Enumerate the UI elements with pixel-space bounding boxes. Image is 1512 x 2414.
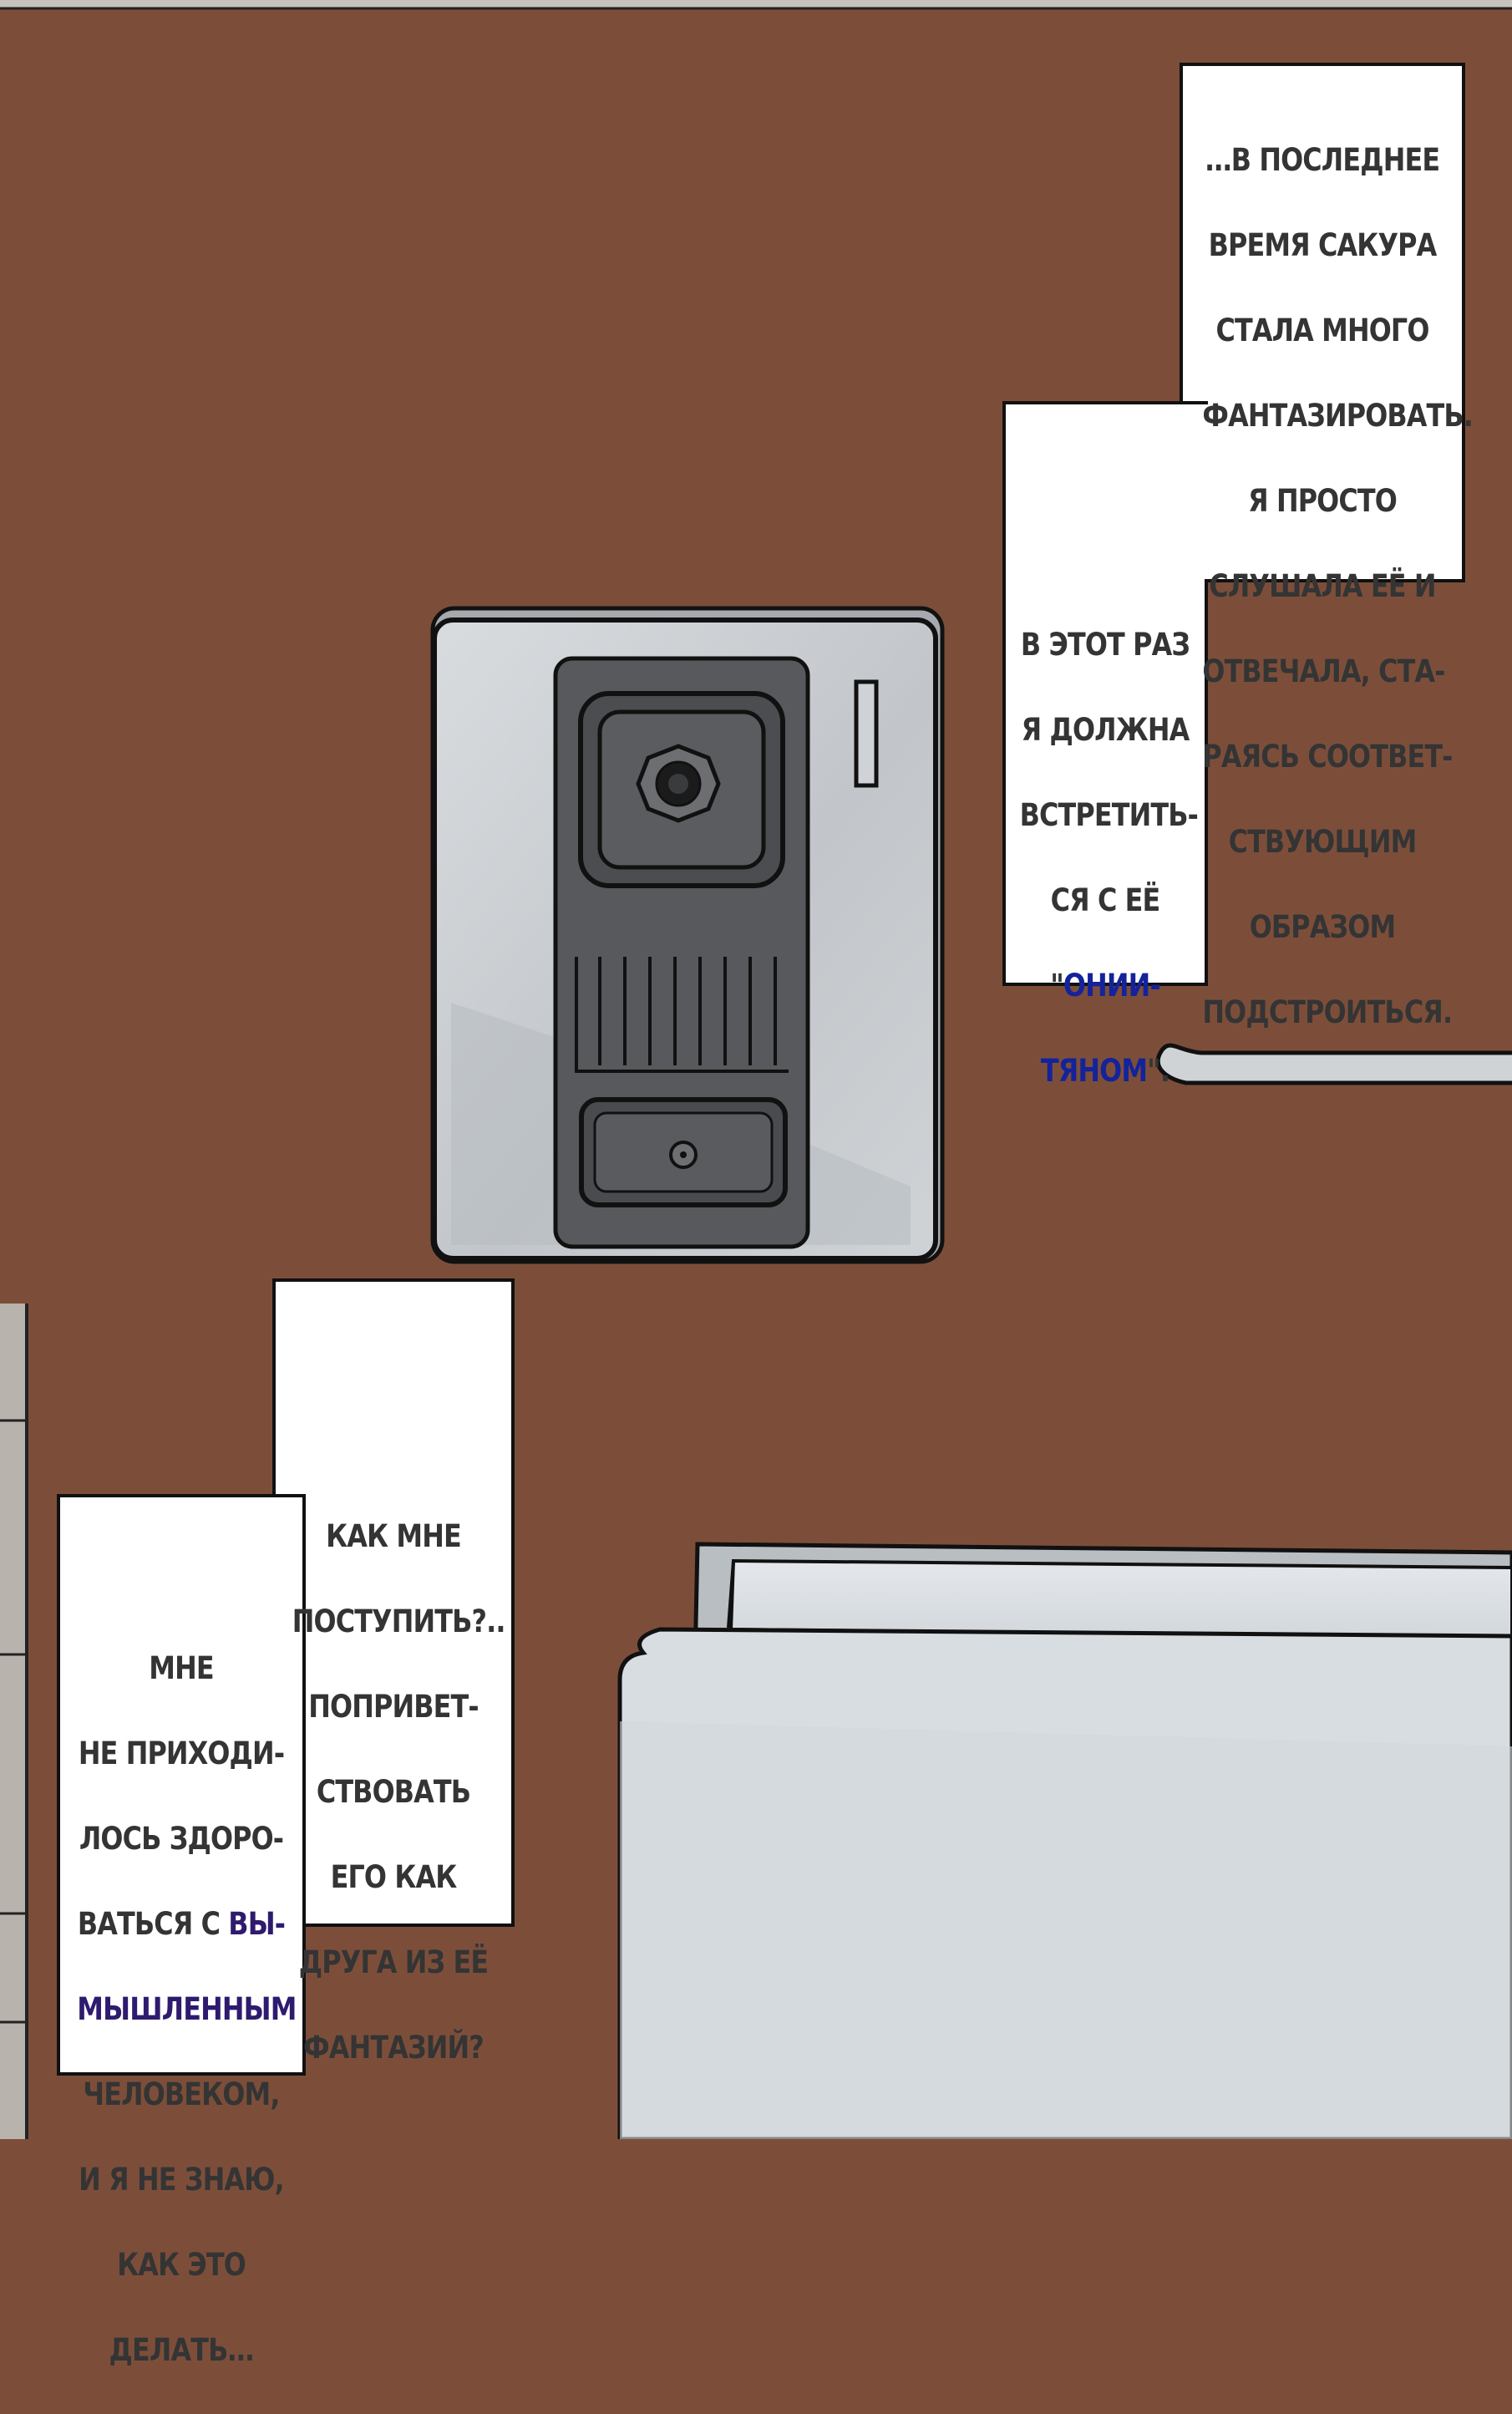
caption-2-highlight: ОНИИ-	[1063, 968, 1161, 1004]
caption-1-line: РАЯСЬ СООТВЕТ-	[1202, 739, 1453, 775]
call-button-icon	[579, 1097, 788, 1207]
caption-2-highlight: ТЯНОМ	[1040, 1053, 1148, 1089]
caption-1-line: СЛУШАЛА ЕЁ И	[1209, 568, 1436, 604]
caption-2-text: В ЭТОТ РАЗ Я ДОЛЖНА ВСТРЕТИТЬ- СЯ С ЕЁ "…	[1019, 581, 1199, 1135]
caption-2-line: СЯ С ЕЁ	[1050, 882, 1161, 918]
caption-1-line: ПОДСТРОИТЬСЯ.	[1202, 994, 1453, 1030]
caption-2-quote-close: ".	[1147, 1053, 1170, 1089]
caption-2-line: В ЭТОТ РАЗ	[1020, 627, 1190, 663]
caption-4-line: КАК ЭТО	[117, 2247, 246, 2283]
caption-2-line: ВСТРЕТИТЬ-	[1019, 797, 1199, 833]
caption-3-line: ЕГО КАК	[330, 1859, 458, 1895]
caption-4-highlight: ВЫ-	[228, 1906, 286, 1942]
caption-1-line: СТАЛА МНОГО	[1215, 313, 1429, 348]
caption-2-line: "ОНИИ-	[1020, 964, 1191, 1007]
caption-1-line: ВРЕМЯ САКУРА	[1208, 227, 1438, 263]
caption-box-4	[57, 1494, 306, 2076]
caption-3-line: СТВОВАТЬ	[316, 1774, 471, 1810]
caption-1-line: СТВУЮЩИМ	[1228, 824, 1418, 860]
caption-4-text: МНЕ НЕ ПРИХОДИ- ЛОСЬ ЗДОРО- ВАТЬСЯ С ВЫ-…	[77, 1604, 297, 2414]
mailbox-icon	[617, 1542, 1512, 2139]
caption-4-line: ВАТЬСЯ С ВЫ-	[77, 1903, 286, 1945]
caption-2-line: Я ДОЛЖНА	[1021, 712, 1190, 748]
caption-2-line: ТЯНОМ".	[1020, 1049, 1191, 1092]
caption-4-segment: ВАТЬСЯ С	[77, 1906, 229, 1942]
caption-1-line: ОБРАЗОМ	[1249, 909, 1396, 945]
caption-3-text: КАК МНЕ ПОСТУПИТЬ?.. ПОПРИВЕТ- СТВОВАТЬ …	[292, 1472, 506, 2112]
top-edge	[0, 0, 1512, 8]
caption-box-3	[272, 1278, 515, 1927]
caption-box-1-seam	[1183, 404, 1211, 579]
caption-1-line: ОТВЕЧАЛА, СТА-	[1202, 653, 1445, 689]
caption-2-quote-open: "	[1050, 968, 1064, 1004]
caption-1-line: …В ПОСЛЕДНЕЕ	[1205, 142, 1440, 178]
speaker-grille-icon	[575, 957, 789, 1073]
caption-1-line: ФАНТАЗИРОВАТЬ.	[1202, 398, 1474, 434]
door-intercom-icon	[430, 606, 945, 1264]
caption-box-1	[1180, 63, 1465, 582]
caption-3-line: ФАНТАЗИЙ?	[303, 2030, 485, 2066]
caption-4-line: МНЕ	[149, 1650, 214, 1686]
caption-1-line: Я ПРОСТО	[1248, 483, 1398, 519]
caption-3-line: ПОСТУПИТЬ?..	[292, 1603, 506, 1639]
caption-4-line: ЧЕЛОВЕКОМ,	[83, 2076, 280, 2112]
caption-4-line: ЛОСЬ ЗДОРО-	[79, 1821, 284, 1857]
caption-4-line: НЕ ПРИХОДИ-	[78, 1736, 285, 1771]
door-handle-rail	[1155, 1043, 1512, 1085]
caption-1-text: …В ПОСЛЕДНЕЕ ВРЕМЯ САКУРА СТАЛА МНОГО ФА…	[1202, 96, 1474, 1076]
caption-3-line: ДРУГА ИЗ ЕЁ	[298, 1944, 489, 1980]
caption-3-line: КАК МНЕ	[326, 1518, 462, 1554]
caption-4-line: ДЕЛАТЬ…	[109, 2332, 255, 2368]
caption-4-line: И Я НЕ ЗНАЮ,	[79, 2162, 285, 2198]
caption-3-line: ПОПРИВЕТ-	[308, 1689, 479, 1725]
caption-box-4-seam	[276, 1497, 302, 1924]
caption-box-1-extension	[1002, 401, 1208, 986]
caption-4-highlight-line: МЫШЛЕННЫМ	[77, 1991, 297, 2027]
status-slot	[854, 679, 879, 788]
left-wall-strip	[0, 1304, 28, 2139]
camera-lens-icon	[578, 691, 785, 888]
